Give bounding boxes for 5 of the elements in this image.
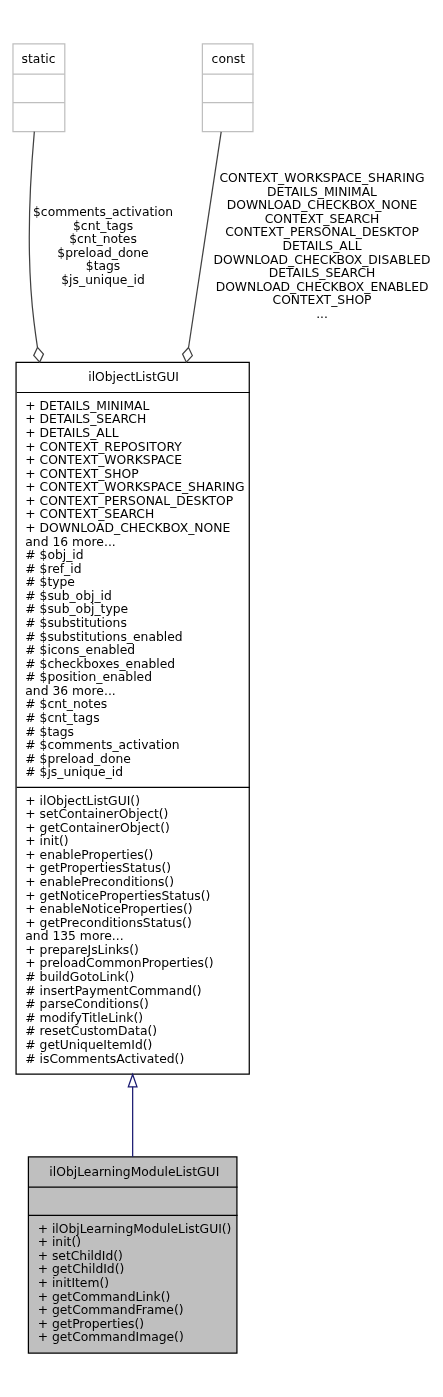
edge-label: CONTEXT_WORKSPACE_SHARING DETAILS_MINIMAL DOWNLOAD_CHECKBOX_NONE CONTEXT_SEARCH CONTEXT_PERSONAL_DESKTOP DETAILS_ALL DOWNLOAD_CHECKBOX_DISABLED DETAILS_SEARCH DOWNLOAD_CHECKBOX_ENABLED CONTEXT_SHOP ...: [213, 171, 431, 321]
connector: [181, 131, 222, 364]
arrow: [127, 1072, 138, 1158]
connector: [28, 131, 45, 364]
edge-label: $comments_activation $cnt_tags $cnt_notes $preload_done $tags $js_unique_id: [33, 205, 174, 287]
